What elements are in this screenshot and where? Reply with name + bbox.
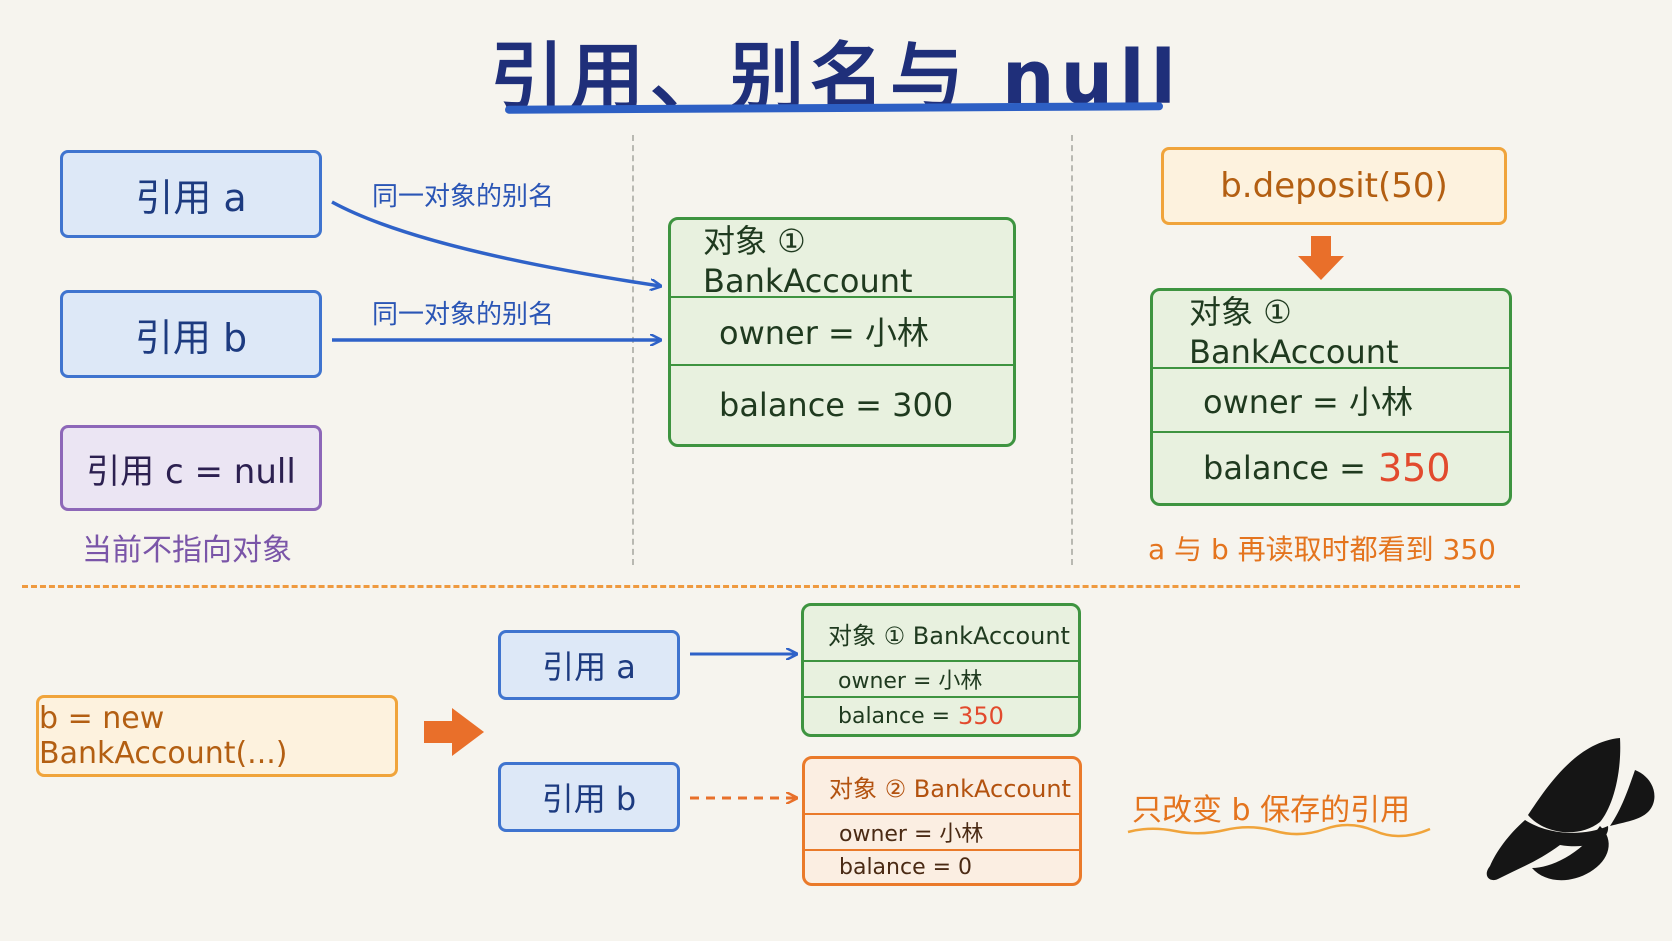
ref-c-box: 引用 c = null <box>60 425 322 511</box>
object-1-balance: balance = 300 <box>671 364 1013 444</box>
bottom-balance-label: balance = <box>838 703 951 729</box>
bottom-balance-value: 350 <box>958 702 1004 730</box>
bottom-object-2-balance: balance = 0 <box>805 849 1079 883</box>
alias-label-2: 同一对象的别名 <box>372 300 555 330</box>
bottom-ref-b-label: 引用 b <box>541 780 637 818</box>
down-arrow-icon <box>1298 236 1344 280</box>
bottom-ref-a-box: 引用 a <box>498 630 680 700</box>
divider-horizontal <box>22 585 1520 588</box>
ref-b-box: 引用 b <box>60 290 322 378</box>
shared-read-caption: a 与 b 再读取时都看到 350 <box>1148 533 1496 566</box>
object-1-updated-card: 对象 ① BankAccount owner = 小林 balance = 35… <box>1150 288 1512 506</box>
ref-c-label: 引用 c = null <box>86 451 296 492</box>
new-object-assign-box: b = new BankAccount(...) <box>36 695 398 777</box>
balance-label: balance = <box>1203 449 1366 487</box>
object-1-updated-header: 对象 ① BankAccount <box>1189 293 1399 371</box>
ref-b-label: 引用 b <box>134 315 248 360</box>
bottom-object-1-header: 对象 ① BankAccount <box>828 621 1070 650</box>
balance-value: 350 <box>1377 446 1451 490</box>
bottom-object-2-owner: owner = 小林 <box>805 813 1079 849</box>
ref-a-label: 引用 a <box>135 175 247 220</box>
object-1-header: 对象 ① BankAccount <box>703 222 913 300</box>
butterfly-icon <box>1486 738 1655 881</box>
object-1-updated-owner: owner = 小林 <box>1153 367 1509 431</box>
divider-right <box>1071 135 1073 565</box>
alias-arrow-a <box>331 200 660 286</box>
bottom-object-1-card: 对象 ① BankAccount owner = 小林 balance = 35… <box>801 603 1081 737</box>
bottom-object-1-balance: balance = 350 <box>804 696 1078 734</box>
ref-a-box: 引用 a <box>60 150 322 238</box>
bottom-ref-a-label: 引用 a <box>542 648 636 686</box>
deposit-call-label: b.deposit(50) <box>1220 166 1448 206</box>
null-caption: 当前不指向对象 <box>82 533 292 568</box>
bottom-object-2-card: 对象 ② BankAccount owner = 小林 balance = 0 <box>802 756 1082 886</box>
deposit-call-box: b.deposit(50) <box>1161 147 1507 225</box>
bottom-object-2-header: 对象 ② BankAccount <box>829 774 1071 803</box>
bottom-object-1-owner: owner = 小林 <box>804 660 1078 696</box>
object-1-card: 对象 ① BankAccount owner = 小林 balance = 30… <box>668 217 1016 447</box>
reference-change-note: 只改变 b 保存的引用 <box>1132 793 1411 828</box>
divider-left <box>632 135 634 565</box>
alias-label-1: 同一对象的别名 <box>372 182 555 212</box>
bottom-ref-b-box: 引用 b <box>498 762 680 832</box>
note-underline <box>1127 823 1431 838</box>
object-1-owner: owner = 小林 <box>671 296 1013 364</box>
new-object-assign-label: b = new BankAccount(...) <box>39 701 288 771</box>
right-arrow-icon <box>424 708 484 756</box>
object-1-updated-balance: balance = 350 <box>1153 431 1509 503</box>
